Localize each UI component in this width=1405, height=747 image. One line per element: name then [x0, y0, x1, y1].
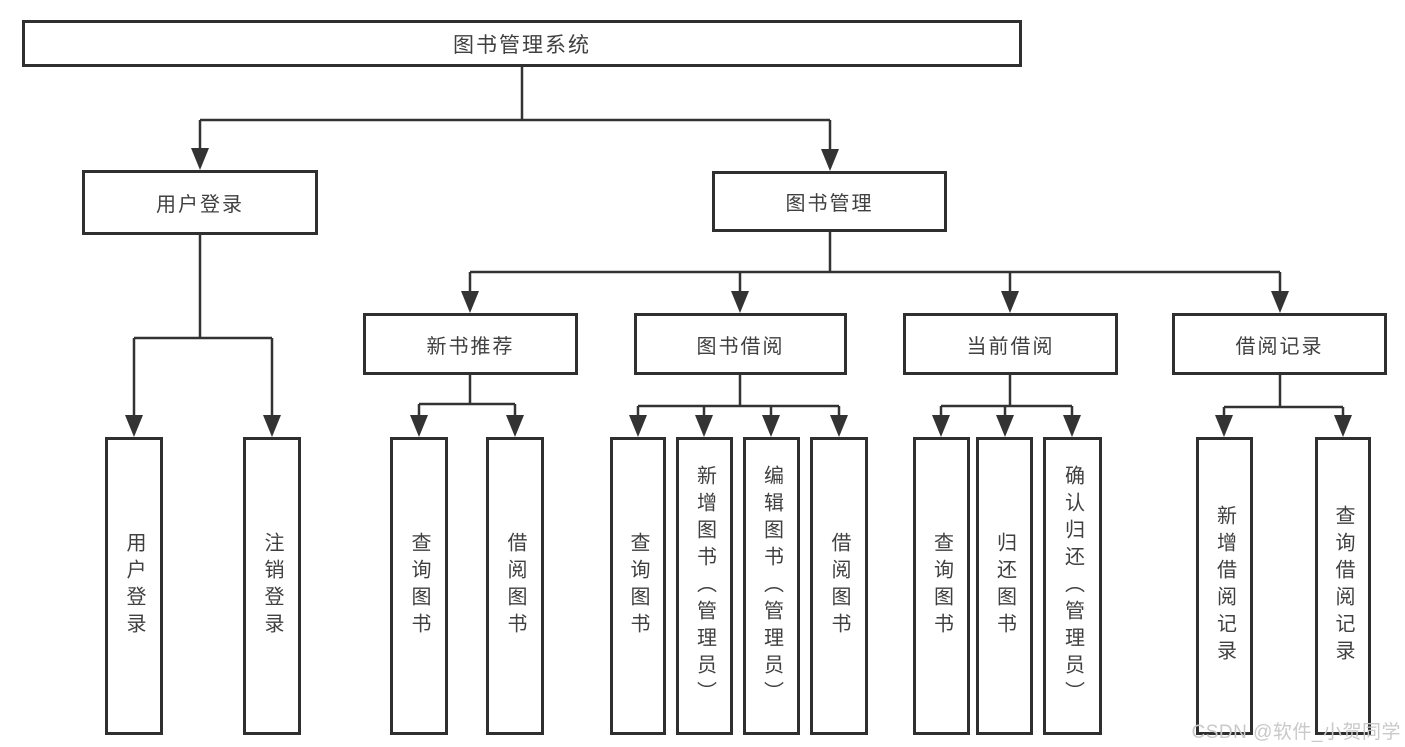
leaf-add-books-admin-label: 新增图书（管理员）	[693, 464, 716, 708]
leaf-edit-books-admin: 编辑图书（管理员）	[743, 437, 800, 735]
leaf-user-login-label: 用户登录	[123, 532, 145, 640]
leaf-query-borrow-record: 查询借阅记录	[1315, 437, 1371, 735]
node-user-login-label: 用户登录	[156, 194, 244, 216]
node-book-management: 图书管理	[712, 171, 947, 232]
node-borrowing-records-label: 借阅记录	[1235, 335, 1324, 358]
leaf-borrow-books-recommend-label: 借阅图书	[504, 532, 526, 640]
leaf-query-books-current-label: 查询图书	[930, 532, 953, 640]
node-current-borrowing: 当前借阅	[903, 313, 1118, 375]
root-node-book-management-system: 图书管理系统	[22, 20, 1022, 67]
leaf-edit-books-admin-label: 编辑图书（管理员）	[760, 464, 783, 708]
node-borrowing-records: 借阅记录	[1172, 313, 1387, 375]
leaf-return-books-label: 归还图书	[993, 532, 1016, 640]
leaf-return-books: 归还图书	[976, 437, 1033, 735]
node-new-book-recommend: 新书推荐	[363, 313, 578, 375]
csdn-watermark: CSDN @软件_小贺同学	[1191, 722, 1401, 743]
node-book-borrowing-label: 图书借阅	[696, 335, 785, 358]
leaf-query-books-recommend-label: 查询图书	[408, 532, 430, 640]
leaf-borrow-books-label: 借阅图书	[828, 532, 850, 640]
leaf-query-books-recommend: 查询图书	[390, 437, 448, 735]
leaf-confirm-return-admin: 确认归还（管理员）	[1043, 437, 1102, 735]
leaf-query-books-borrowing-label: 查询图书	[627, 532, 649, 640]
leaf-query-borrow-record-label: 查询借阅记录	[1332, 505, 1354, 667]
leaf-query-books-current: 查询图书	[913, 437, 970, 735]
leaf-add-books-admin: 新增图书（管理员）	[676, 437, 733, 735]
leaf-user-login: 用户登录	[105, 437, 163, 735]
leaf-logout-label: 注销登录	[261, 532, 283, 640]
leaf-confirm-return-admin-label: 确认归还（管理员）	[1061, 464, 1084, 708]
leaf-borrow-books: 借阅图书	[810, 437, 868, 735]
leaf-logout: 注销登录	[243, 437, 301, 735]
root-node-label: 图书管理系统	[453, 33, 591, 57]
node-book-borrowing: 图书借阅	[634, 313, 847, 375]
node-user-login: 用户登录	[82, 170, 318, 235]
leaf-add-borrow-record: 新增借阅记录	[1196, 437, 1253, 735]
leaf-borrow-books-recommend: 借阅图书	[486, 437, 544, 735]
leaf-query-books-borrowing: 查询图书	[610, 437, 666, 735]
node-current-borrowing-label: 当前借阅	[966, 335, 1055, 358]
node-new-book-recommend-label: 新书推荐	[426, 335, 515, 358]
leaf-add-borrow-record-label: 新增借阅记录	[1213, 505, 1236, 667]
node-book-management-label: 图书管理	[785, 193, 874, 215]
